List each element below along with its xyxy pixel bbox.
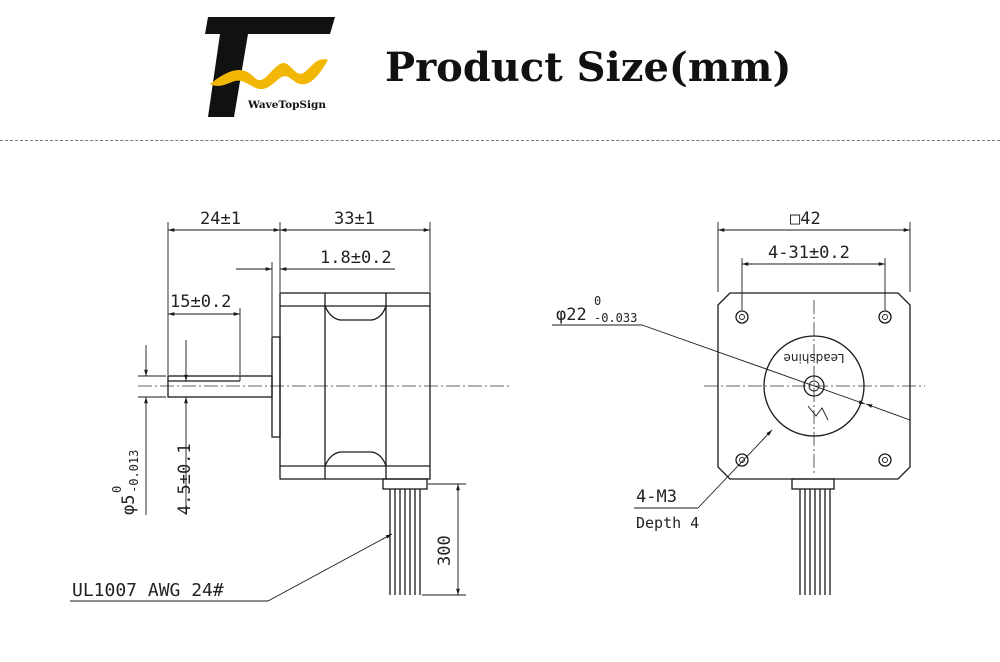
svg-text:φ5: φ5 [119,495,139,515]
svg-text:300: 300 [435,535,455,566]
dim-wire-length: 300 [435,535,455,566]
svg-text:4.5±0.1: 4.5±0.1 [175,443,195,515]
dim-boss-diameter: φ22 0 -0.033 [556,294,637,325]
front-view: Leadshine □42 4-31±0.2 φ22 0 -0 [552,209,925,595]
motor-body [279,292,431,480]
logo-wave [210,59,328,90]
svg-text:-0.013: -0.013 [127,450,141,493]
boss-mark [807,405,829,421]
screw-thread-label: 4-M3 [636,487,677,507]
dim-shaft-diameter: φ5 0 -0.013 [110,450,141,515]
wire-connector [382,478,428,490]
front-lead-wires [799,489,831,595]
dim-flat-depth: 4.5±0.1 [175,443,195,515]
motor-flange [271,336,281,438]
dim-hole-spacing: 4-31±0.2 [768,243,850,263]
lead-wires [389,489,421,595]
svg-text:0: 0 [110,486,124,493]
side-view: 24±1 33±1 1.8±0.2 15±0.2 φ5 0 -0.013 4.5… [70,209,510,602]
brand-logo: WaveTopSign [205,17,335,117]
boss-brand-text: Leadshine [783,351,844,365]
dim-square-size: □42 [790,209,821,229]
motor-shaft [167,375,273,398]
dim-body-length: 33±1 [334,209,375,229]
dim-flange-thickness: 1.8±0.2 [320,248,392,268]
wire-spec-label: UL1007 AWG 24# [72,580,224,601]
svg-text:0: 0 [594,294,601,308]
header: WaveTopSign Product Size(mm) [0,0,1000,140]
mounting-holes [735,310,892,467]
pilot-boss [763,335,865,437]
front-wire-connector [791,478,835,490]
svg-text:-0.033: -0.033 [594,311,637,325]
dim-total-shaft: 24±1 [200,209,241,229]
technical-drawing: 24±1 33±1 1.8±0.2 15±0.2 φ5 0 -0.013 4.5… [70,209,925,602]
screw-depth-label: Depth 4 [636,514,699,532]
svg-text:φ22: φ22 [556,305,587,325]
brand-name: WaveTopSign [247,99,326,111]
motor-face [717,292,911,480]
page-title: Product Size(mm) [385,44,792,91]
logo-t-shape [205,17,335,117]
dim-flat-length: 15±0.2 [170,292,231,312]
header-divider [0,140,1000,141]
shaft-end [803,375,825,397]
